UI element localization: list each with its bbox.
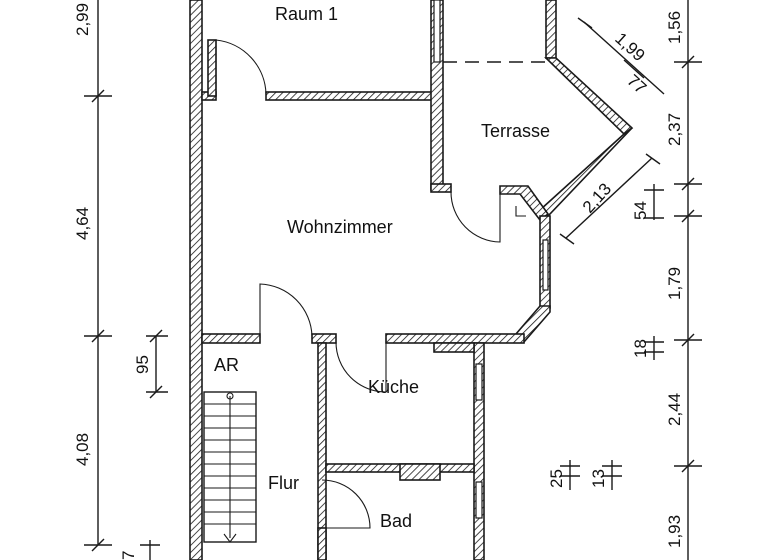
- dim-left-top: 2,99: [73, 3, 92, 36]
- dim-left-inner: 95: [133, 355, 152, 374]
- wall-raum1-jamb: [207, 39, 217, 97]
- room-labels: Raum 1 Terrasse Wohnzimmer AR Küche Flur…: [214, 4, 550, 531]
- door-kitchen: [335, 338, 387, 393]
- walls: [189, 0, 634, 560]
- wall-living-corner: [514, 305, 551, 344]
- room-label-wohnzimmer: Wohnzimmer: [287, 217, 393, 237]
- room-label-kueche: Küche: [368, 377, 419, 397]
- staircase: [203, 391, 257, 543]
- window-bath-right: [475, 481, 483, 519]
- window-terrace-top: [433, 0, 441, 63]
- dim-diag-199: 1,99: [611, 29, 648, 65]
- dim-right-top: 1,56: [665, 11, 684, 44]
- wall-living-bottom-left: [201, 333, 261, 344]
- wall-left-outer: [189, 0, 203, 560]
- wall-terrace-bottom-right: [499, 185, 550, 222]
- wall-living-bottom-right: [385, 333, 525, 344]
- dim-right-4: 2,44: [665, 393, 684, 426]
- wall-kitchen-right: [473, 342, 485, 560]
- door-living: [259, 283, 313, 338]
- dim-inner-25: 25: [547, 469, 566, 488]
- wall-terrace-diagonal-upper: [544, 57, 634, 136]
- doors: [215, 39, 501, 529]
- window-kitchen-right: [475, 363, 483, 401]
- room-label-flur: Flur: [268, 473, 299, 493]
- dim-right-18: 18: [631, 339, 650, 358]
- dim-left-mid: 4,64: [73, 207, 92, 240]
- room-label-bad: Bad: [380, 511, 412, 531]
- wall-chimney: [433, 342, 475, 353]
- wall-living-bottom-mid: [311, 333, 337, 344]
- dim-diag-213: 2,13: [579, 179, 615, 216]
- windows: [433, 0, 549, 519]
- door-bath: [321, 479, 371, 529]
- wall-terrace-top-right: [545, 0, 557, 59]
- door-raum1: [215, 39, 267, 96]
- dim-left-bottom: 4,08: [73, 433, 92, 466]
- door-terrace: [450, 191, 501, 243]
- dim-right-5: 1,93: [665, 515, 684, 548]
- wall-bath-block: [399, 463, 441, 481]
- room-label-raum1: Raum 1: [275, 4, 338, 24]
- wall-raum1-bottom-right: [265, 91, 433, 101]
- dim-right-2: 2,37: [665, 113, 684, 146]
- terrace-corner-mark: [515, 206, 526, 217]
- room-label-terrasse: Terrasse: [481, 121, 550, 141]
- dim-diag-77: 77: [623, 71, 650, 98]
- dim-inner-13: 13: [589, 469, 608, 488]
- window-living-right: [542, 239, 549, 291]
- dim-right-54: 54: [631, 201, 650, 220]
- wall-terrace-bottom-left: [430, 183, 452, 193]
- dim-right-3: 1,79: [665, 267, 684, 300]
- wall-bath-jamb: [317, 527, 327, 560]
- dim-left-cut: 7: [119, 551, 138, 560]
- dimension-lines: [84, 0, 702, 560]
- wall-kitchen-left: [317, 342, 327, 560]
- room-label-ar: AR: [214, 355, 239, 375]
- dimension-labels: 2,99 4,64 4,08 95 7 1,56 2,37 1,79 2,44 …: [73, 3, 684, 560]
